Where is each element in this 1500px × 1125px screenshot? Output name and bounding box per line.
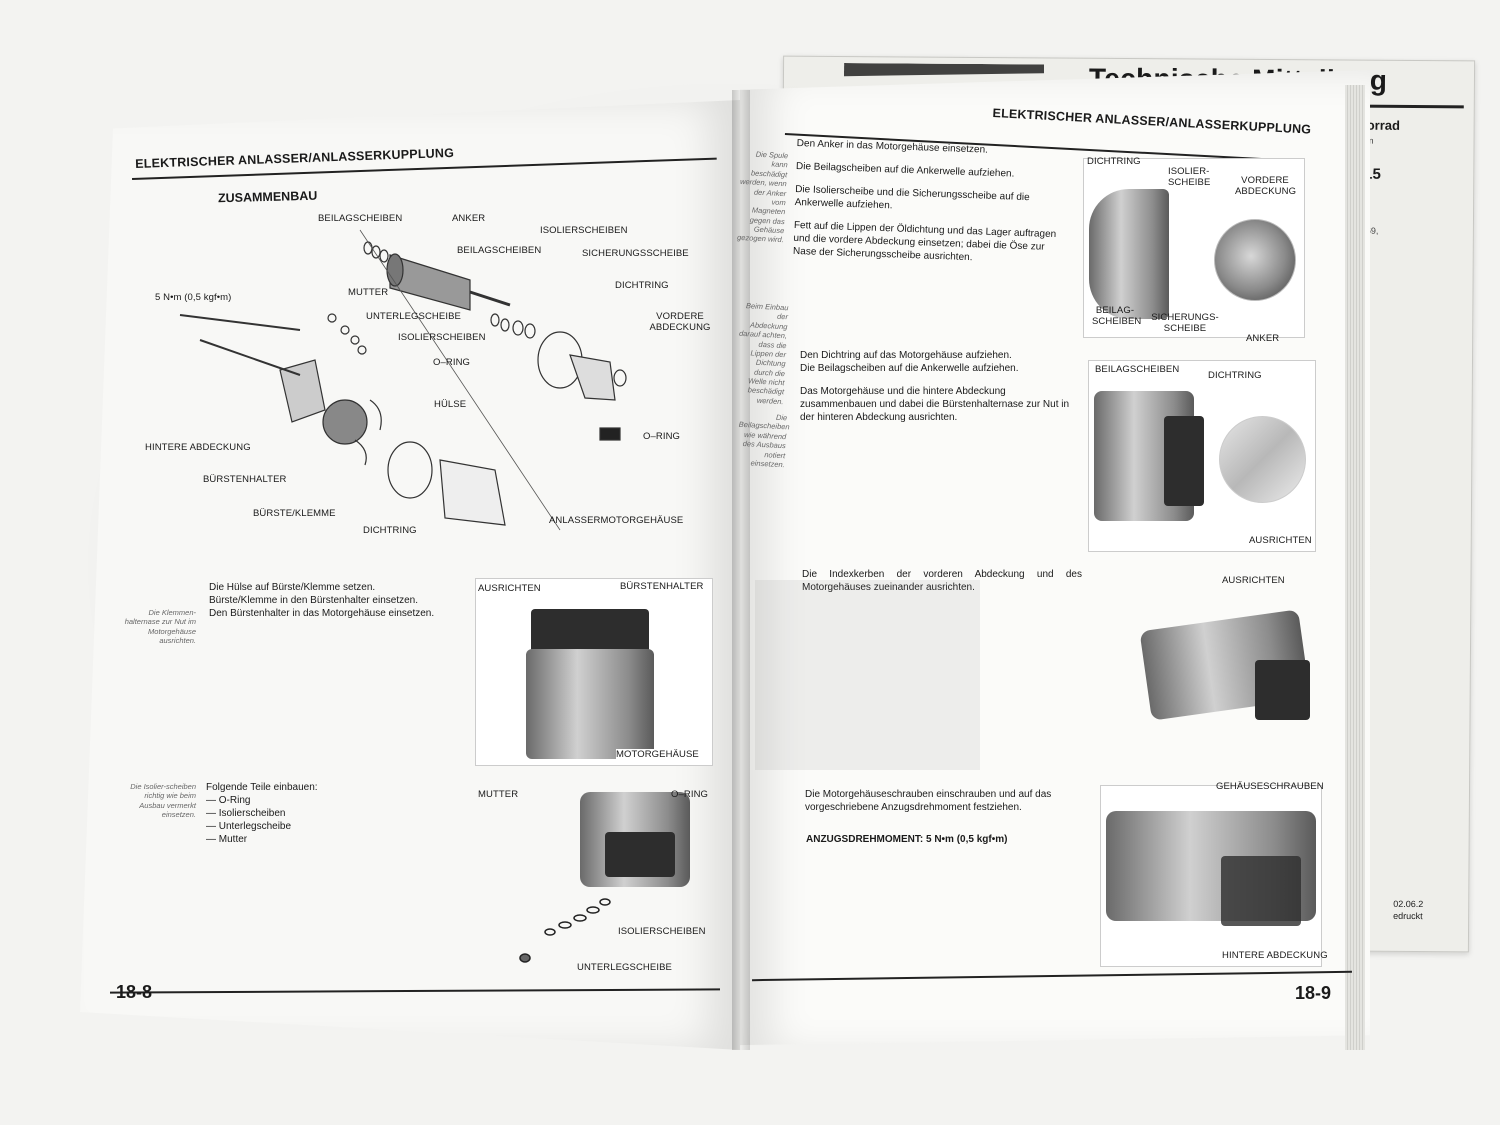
photo-r1-label-beilagscheiben: BEILAG-SCHEIBEN xyxy=(1092,305,1142,327)
label-dichtring-top: DICHTRING xyxy=(615,280,669,291)
left-step2-item: — Mutter xyxy=(206,834,248,845)
photo-r1-label-vordere-abdeckung: VORDERE ABDECKUNG xyxy=(1235,175,1297,197)
photo-r2-label-ausrichten: AUSRICHTEN xyxy=(1249,535,1312,546)
photo1-label-buerstenhalter: BÜRSTENHALTER xyxy=(620,581,704,592)
right-step2-text: Den Dichtring auf das Motorgehäuse aufzi… xyxy=(800,349,1080,424)
photo-r1-label-dichtring: DICHTRING xyxy=(1087,156,1141,167)
right-side-note-1: Die Spule kann beschädigt werden, wenn d… xyxy=(736,149,789,245)
label-beilagscheiben-2: BEILAGSCHEIBEN xyxy=(457,245,542,256)
terminal-brush-part xyxy=(605,832,675,877)
label-torque-left: 5 N•m (0,5 kgf•m) xyxy=(155,292,232,303)
rear-cover-part xyxy=(1219,416,1306,503)
label-o-ring-2: O–RING xyxy=(643,431,681,442)
right-step2-line: Die Beilagscheiben auf die Ankerwelle au… xyxy=(800,363,1019,374)
bulletin-print-date: 02.06.2 xyxy=(1393,898,1424,910)
label-anker: ANKER xyxy=(452,213,486,224)
label-dichtring: DICHTRING xyxy=(363,525,417,536)
photo-r2-label-dichtring: DICHTRING xyxy=(1208,370,1262,381)
left-page xyxy=(80,100,740,1050)
terminal-photo xyxy=(475,782,711,977)
assembled-rear-part xyxy=(1255,660,1310,720)
label-o-ring-1: O–RING xyxy=(433,357,471,368)
photo-r2-label-beilagscheiben: BEILAGSCHEIBEN xyxy=(1095,364,1180,375)
right-step1-text: Den Anker in das Motorgehäuse einsetzen.… xyxy=(793,137,1072,268)
housing-bolts-photo xyxy=(1100,785,1322,967)
photo-r1-label-sicherungsscheibe: SICHERUNGS-SCHEIBE xyxy=(1151,312,1219,334)
photo-r4-label-hintere-abdeckung: HINTERE ABDECKUNG xyxy=(1222,950,1328,961)
photo2-label-isolierscheiben: ISOLIERSCHEIBEN xyxy=(618,926,706,937)
armature-motor-part xyxy=(1089,189,1169,319)
label-beilagscheiben: BEILAGSCHEIBEN xyxy=(318,213,403,224)
photo2-label-mutter: MUTTER xyxy=(478,789,519,800)
label-buerste-klemme: BÜRSTE/KLEMME xyxy=(253,508,336,519)
left-step2-intro: Folgende Teile einbauen: xyxy=(206,782,318,793)
left-step2-item: — O-Ring xyxy=(206,795,251,806)
right-step3-text: Die Indexkerben der vorderen Abdeckung u… xyxy=(802,569,1082,593)
label-mutter: MUTTER xyxy=(348,287,389,298)
page-edges xyxy=(1345,85,1365,1050)
right-side-note-2: Beim Einbau der Abdeckung darauf achten,… xyxy=(738,301,789,406)
front-cover-part xyxy=(1214,219,1296,301)
left-step1-text: Die Hülse auf Bürste/Klemme setzen. Bürs… xyxy=(209,581,434,620)
right-page-number: 18-9 xyxy=(1295,983,1332,1003)
right-step2-line: Den Dichtring auf das Motorgehäuse aufzi… xyxy=(800,350,1012,361)
left-step2-text: Folgende Teile einbauen: — O-Ring — Isol… xyxy=(206,781,318,846)
right-step1-line: Die Beilagscheiben auf die Ankerwelle au… xyxy=(795,160,1015,180)
bolts-rear-part xyxy=(1221,856,1301,926)
photo-r1-label-anker: ANKER xyxy=(1246,333,1280,344)
left-step2-note: Die Isolier-scheiben richtig wie beim Au… xyxy=(130,782,196,820)
bulletin-print-note: edruckt xyxy=(1393,910,1423,922)
label-sicherungsscheibe: SICHERUNGSSCHEIBE xyxy=(582,248,689,259)
assembled-motor-photo xyxy=(1130,585,1320,755)
exploded-diagram-drawing xyxy=(179,229,627,531)
label-hintere-abdeckung: HINTERE ABDECKUNG xyxy=(145,442,251,453)
left-step2-item: — Unterlegscheibe xyxy=(206,821,292,832)
housing-brush-part xyxy=(1164,416,1204,506)
left-step1-line: Die Hülse auf Bürste/Klemme setzen. xyxy=(209,582,376,593)
terminal-washers xyxy=(519,898,611,963)
photo-r3-label-ausrichten: AUSRICHTEN xyxy=(1222,575,1285,586)
label-vordere-abdeckung: VORDERE ABDECKUNG xyxy=(649,311,711,333)
photo-r1-label-isolierscheibe: ISOLIER-SCHEIBE xyxy=(1168,166,1211,188)
left-step1-line: Bürste/Klemme in den Bürstenhalter einse… xyxy=(209,595,418,606)
left-step1-line: Den Bürstenhalter in das Motorgehäuse ei… xyxy=(209,608,435,619)
left-page-number: 18-8 xyxy=(116,982,153,1002)
armature-cover-photo xyxy=(1083,158,1305,338)
housing-cover-photo xyxy=(1088,360,1316,552)
right-step1-line: Die Isolierscheibe und die Sicherungssch… xyxy=(794,183,1030,212)
book-gutter xyxy=(732,90,750,1050)
photo2-label-o-ring: O–RING xyxy=(671,789,709,800)
photo-r4-label-gehaeuseschrauben: GEHÄUSESCHRAUBEN xyxy=(1216,781,1324,792)
motor-housing-part xyxy=(526,649,654,759)
brush-holder-photo xyxy=(475,578,713,766)
right-step2-line: Das Motorgehäuse und die hintere Abdecku… xyxy=(800,386,1070,423)
label-isolierscheiben-top: ISOLIERSCHEIBEN xyxy=(540,225,628,236)
photo1-label-motorgehaeuse: MOTORGEHÄUSE xyxy=(616,749,699,760)
label-isolierscheiben: ISOLIERSCHEIBEN xyxy=(398,332,486,343)
right-side-note-3: Die Beilagscheiben wie während des Ausba… xyxy=(738,412,790,470)
photo1-label-ausrichten: AUSRICHTEN xyxy=(478,583,541,594)
label-huelse: HÜLSE xyxy=(434,399,467,410)
label-buerstenhalter: BÜRSTENHALTER xyxy=(203,474,287,485)
torque-spec: ANZUGSDREHMOMENT: 5 N•m (0,5 kgf•m) xyxy=(806,834,1008,845)
left-step1-note: Die Klemmen-halternase zur Nut im Motorg… xyxy=(124,608,196,646)
label-unterlegscheibe: UNTERLEGSCHEIBE xyxy=(366,311,461,322)
photo2-label-unterlegscheibe: UNTERLEGSCHEIBE xyxy=(577,962,672,973)
label-anlassermotorgehaeuse: ANLASSERMOTORGEHÄUSE xyxy=(549,515,684,526)
left-step2-item: — Isolierscheiben xyxy=(206,808,286,819)
faint-background-figure xyxy=(755,580,980,770)
right-step4-text: Die Motorgehäuseschrauben einschrauben u… xyxy=(805,789,1052,813)
